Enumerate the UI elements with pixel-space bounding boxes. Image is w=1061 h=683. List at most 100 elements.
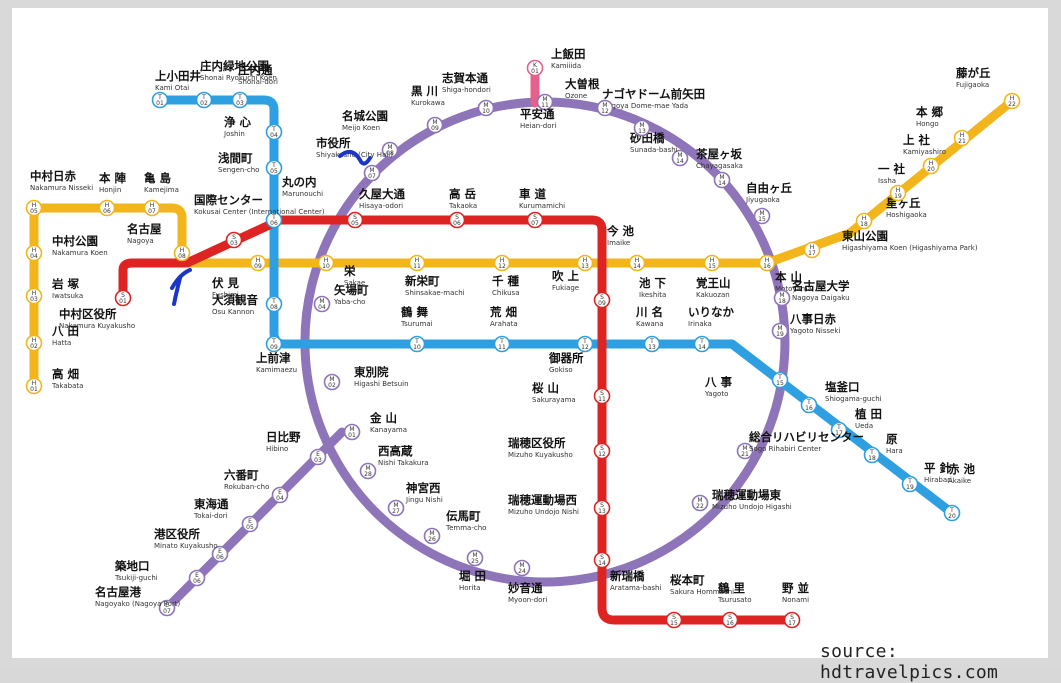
station-marker[interactable] (265, 295, 283, 313)
station-marker[interactable] (309, 448, 327, 466)
station-marker[interactable] (596, 99, 614, 117)
station-marker[interactable] (803, 241, 821, 259)
station-marker[interactable] (753, 207, 771, 225)
station-marker[interactable] (513, 559, 531, 577)
station-marker[interactable] (381, 141, 399, 159)
station-marker[interactable] (265, 211, 283, 229)
station-marker[interactable] (143, 199, 161, 217)
station-marker[interactable] (493, 254, 511, 272)
station-marker[interactable] (25, 377, 43, 395)
station-marker[interactable] (922, 157, 940, 175)
station-marker[interactable] (943, 504, 961, 522)
station-marker[interactable] (25, 199, 43, 217)
station-marker[interactable] (493, 335, 511, 353)
station-marker[interactable] (800, 396, 818, 414)
station-marker[interactable] (593, 442, 611, 460)
station-marker[interactable] (863, 446, 881, 464)
station-marker[interactable] (713, 171, 731, 189)
station-marker[interactable] (466, 549, 484, 567)
station-marker[interactable] (265, 335, 283, 353)
station-marker[interactable] (477, 99, 495, 117)
station-marker[interactable] (771, 322, 789, 340)
station-marker[interactable] (830, 421, 848, 439)
station-marker[interactable] (736, 442, 754, 460)
station-marker[interactable] (114, 289, 132, 307)
station-marker[interactable] (249, 254, 267, 272)
station-marker[interactable] (889, 184, 907, 202)
station-marker[interactable] (173, 244, 191, 262)
station-marker[interactable] (773, 289, 791, 307)
station-marker[interactable] (576, 335, 594, 353)
station-marker[interactable] (643, 335, 661, 353)
station-marker[interactable] (265, 123, 283, 141)
station-marker[interactable] (98, 199, 116, 217)
station-marker[interactable] (25, 334, 43, 352)
station-marker[interactable] (536, 93, 554, 111)
station-marker[interactable] (188, 569, 206, 587)
station-marker[interactable] (195, 91, 213, 109)
station-marker[interactable] (758, 254, 776, 272)
station-marker[interactable] (25, 287, 43, 305)
station-marker[interactable] (526, 59, 544, 77)
station-marker[interactable] (151, 91, 169, 109)
station-marker[interactable] (665, 611, 683, 629)
station-marker[interactable] (693, 335, 711, 353)
station-marker[interactable] (158, 599, 176, 617)
station-marker[interactable] (363, 164, 381, 182)
station-marker[interactable] (771, 371, 789, 389)
station-marker[interactable] (721, 611, 739, 629)
